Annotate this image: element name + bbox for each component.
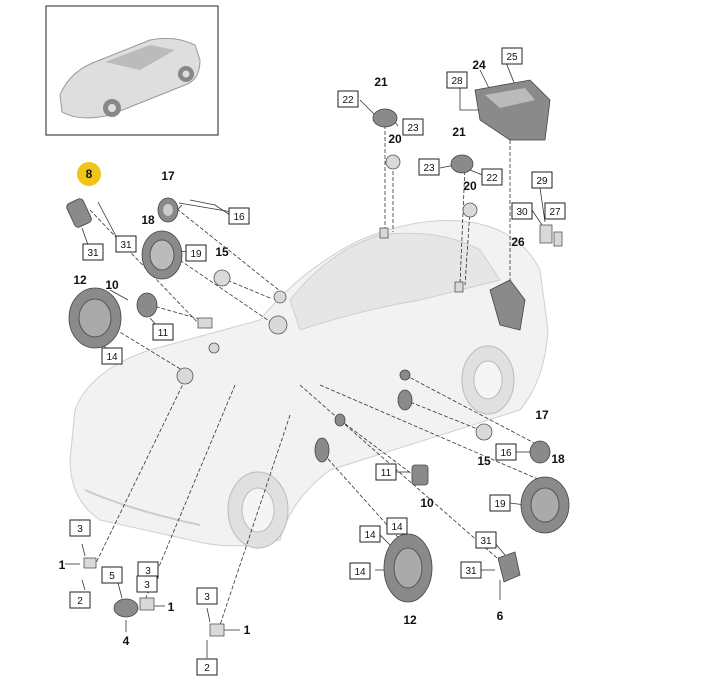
callout-5: 5 (109, 571, 115, 582)
callout-29: 29 (536, 176, 548, 187)
ring-part-15-top (213, 269, 231, 287)
speaker-part-18-right (520, 476, 570, 534)
sensor-part-left (83, 557, 97, 569)
callout-21-rear: 21 (452, 125, 466, 139)
callout-12-left: 12 (73, 273, 87, 287)
callout-14-right-c: 14 (354, 567, 366, 578)
callout-22-top: 22 (342, 95, 354, 106)
subwoofer-enclosure-part-24 (474, 79, 551, 141)
callout-23-top: 23 (407, 123, 419, 134)
highlight-circle (77, 162, 101, 186)
callout-1-bottom: 1 (244, 623, 251, 637)
callout-14-right-a: 14 (364, 530, 376, 541)
callout-3-bottom: 3 (204, 592, 210, 603)
callout-8: 8 (86, 167, 93, 181)
callout-2-bottom: 2 (204, 663, 210, 674)
callout-3-mid-b: 3 (144, 580, 150, 591)
callout-19-right: 19 (494, 499, 506, 510)
callout-22-rear: 22 (486, 173, 498, 184)
woofer-part-12-right (383, 533, 433, 603)
callout-numbers: 17 18 15 12 10 21 20 24 21 20 26 17 15 1… (59, 58, 565, 648)
callout-19-top: 19 (190, 249, 202, 260)
rear-speaker-part (489, 279, 526, 331)
callout-17-right: 17 (535, 408, 549, 422)
sensor-part-bottom (209, 623, 225, 637)
callout-6: 6 (497, 609, 504, 623)
vehicle-thumbnail (45, 5, 219, 136)
speaker-part-10-right (411, 464, 429, 486)
callout-3-mid-a: 3 (145, 566, 151, 577)
tweeter-part-6 (497, 551, 521, 583)
callout-16-top: 16 (233, 212, 245, 223)
callout-18-top: 18 (141, 213, 155, 227)
callout-2-left: 2 (77, 596, 83, 607)
callout-23-rear: 23 (423, 163, 435, 174)
vehicle-silhouette (69, 220, 549, 549)
speaker-part-21-top (372, 108, 398, 128)
bracket-part-left (176, 290, 288, 385)
callout-24: 24 (472, 58, 486, 72)
callout-3-left: 3 (77, 524, 83, 535)
speaker-part-17-top (157, 197, 179, 223)
callout-28: 28 (451, 76, 463, 87)
speaker-part-17-right (529, 440, 551, 464)
callout-17-top: 17 (161, 169, 175, 183)
speaker-part-21-rear (450, 154, 474, 174)
tweeter-part-8 (66, 198, 92, 228)
callout-1-mid: 1 (168, 600, 175, 614)
sensor-part-mid (139, 597, 155, 611)
ring-part-20-top (385, 154, 401, 170)
callout-1-left: 1 (59, 558, 66, 572)
speaker-part-10-left (136, 292, 158, 318)
callout-18-right: 18 (551, 452, 565, 466)
callout-26: 26 (511, 235, 525, 249)
callout-31-top: 31 (120, 240, 132, 251)
woofer-part-12-left (68, 287, 122, 349)
boxed-callouts: 16 19 31 31 11 14 22 23 28 25 23 22 29 3… (69, 47, 566, 676)
speaker-part-18-top (141, 230, 183, 280)
ring-part-20-rear (462, 202, 478, 218)
callout-27: 27 (549, 207, 561, 218)
callout-14-left: 14 (106, 352, 118, 363)
leader-lines (65, 59, 546, 658)
callout-20-top: 20 (388, 132, 402, 146)
callout-16-right: 16 (500, 448, 512, 459)
callout-31-right-b: 31 (465, 566, 477, 577)
callout-25: 25 (506, 52, 518, 63)
callout-15-top: 15 (215, 245, 229, 259)
callout-15-right: 15 (477, 454, 491, 468)
callout-31-left: 31 (87, 248, 99, 259)
callout-10-left: 10 (105, 278, 119, 292)
door-part-markers (314, 227, 464, 463)
parts (66, 79, 570, 637)
callout-10-right: 10 (420, 496, 434, 510)
callout-11-right: 11 (381, 468, 392, 479)
callout-4: 4 (123, 634, 130, 648)
ring-part-15-right (475, 423, 493, 441)
callout-30: 30 (516, 207, 528, 218)
callout-20-rear: 20 (463, 179, 477, 193)
callout-11-left: 11 (158, 328, 169, 339)
speaker-part-4 (113, 598, 139, 618)
callout-12-right: 12 (403, 613, 417, 627)
callout-31-right-a: 31 (480, 536, 492, 547)
callout-14-right-b: 14 (391, 522, 403, 533)
callout-21-top: 21 (374, 75, 388, 89)
bracket-part-26 (539, 224, 563, 247)
